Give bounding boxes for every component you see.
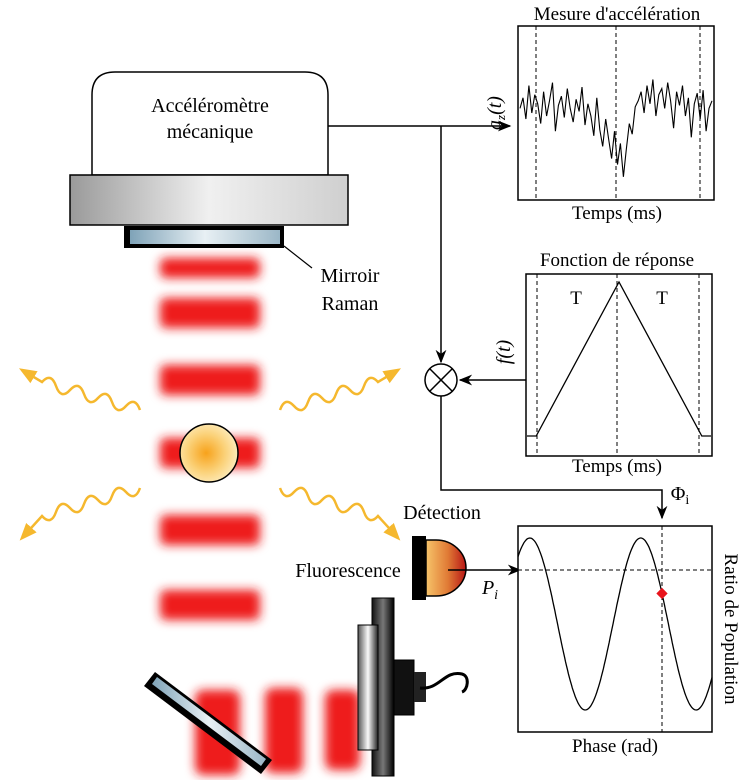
beam-fringe xyxy=(160,365,260,395)
bottom-mirror xyxy=(144,672,272,774)
response-line xyxy=(527,280,711,437)
beam-fringe xyxy=(160,298,260,328)
beam-fringe xyxy=(160,590,260,620)
mirror-label-1: Mirroir xyxy=(321,265,380,287)
y-axis-label: Ratio de Population xyxy=(720,554,741,705)
beam-fringe xyxy=(325,690,360,770)
pi-label: Pi xyxy=(481,577,498,603)
acceleration-chart: Mesure d'accélération Temps (ms) xyxy=(517,4,715,224)
phase-chart: Phase (rad) Ratio de Population xyxy=(517,525,741,757)
x-axis-label: Temps (ms) xyxy=(572,203,662,224)
photodetector xyxy=(357,597,469,777)
ft-label: f(t) xyxy=(493,339,515,364)
beam-fringe xyxy=(265,688,303,773)
phase-line xyxy=(517,537,713,711)
period-label-right: T xyxy=(656,288,668,309)
accelerometer-label-1: Accéléromètre xyxy=(151,95,269,117)
phase-arrow xyxy=(440,396,668,520)
phi-label: Φi xyxy=(671,483,690,508)
atom-cloud xyxy=(179,423,239,483)
fluorescence-label: Fluorescence xyxy=(295,560,401,582)
x-axis-label: Temps (ms) xyxy=(572,456,662,477)
response-chart: Fonction de réponse T T Temps (ms) xyxy=(525,250,713,477)
fluorescence-detector xyxy=(412,536,467,600)
photon-wave xyxy=(18,368,142,412)
accelerometer: Accéléromètre mécanique xyxy=(69,71,349,248)
photon-wave xyxy=(19,486,142,541)
beam-fringe xyxy=(160,258,260,278)
photon-wave xyxy=(278,368,402,412)
beam-fringe xyxy=(160,515,260,545)
fluorescence-waves xyxy=(18,368,402,541)
chart-title: Mesure d'accélération xyxy=(534,4,701,25)
acceleration-line xyxy=(519,79,713,177)
mirror-leader-line xyxy=(283,245,313,269)
phase-series xyxy=(517,537,713,711)
cable xyxy=(419,672,469,694)
response-series xyxy=(527,280,711,437)
mirror-label-2: Raman xyxy=(322,293,379,315)
detection-label: Détection xyxy=(403,502,481,524)
raman-mirror-surface xyxy=(130,230,280,244)
accelerometer-label-2: mécanique xyxy=(167,121,254,143)
chart-title: Fonction de réponse xyxy=(540,250,694,271)
plot-frame xyxy=(525,273,713,457)
mounting-plate xyxy=(69,174,349,226)
x-axis-label: Phase (rad) xyxy=(572,736,658,757)
measurement-marker xyxy=(656,587,668,600)
photon-wave xyxy=(278,486,401,541)
az-label: az(t) xyxy=(484,96,508,130)
plot-frame xyxy=(517,525,713,733)
multiplier-icon xyxy=(424,363,458,397)
period-label-left: T xyxy=(570,288,582,309)
acceleration-series xyxy=(519,79,713,177)
